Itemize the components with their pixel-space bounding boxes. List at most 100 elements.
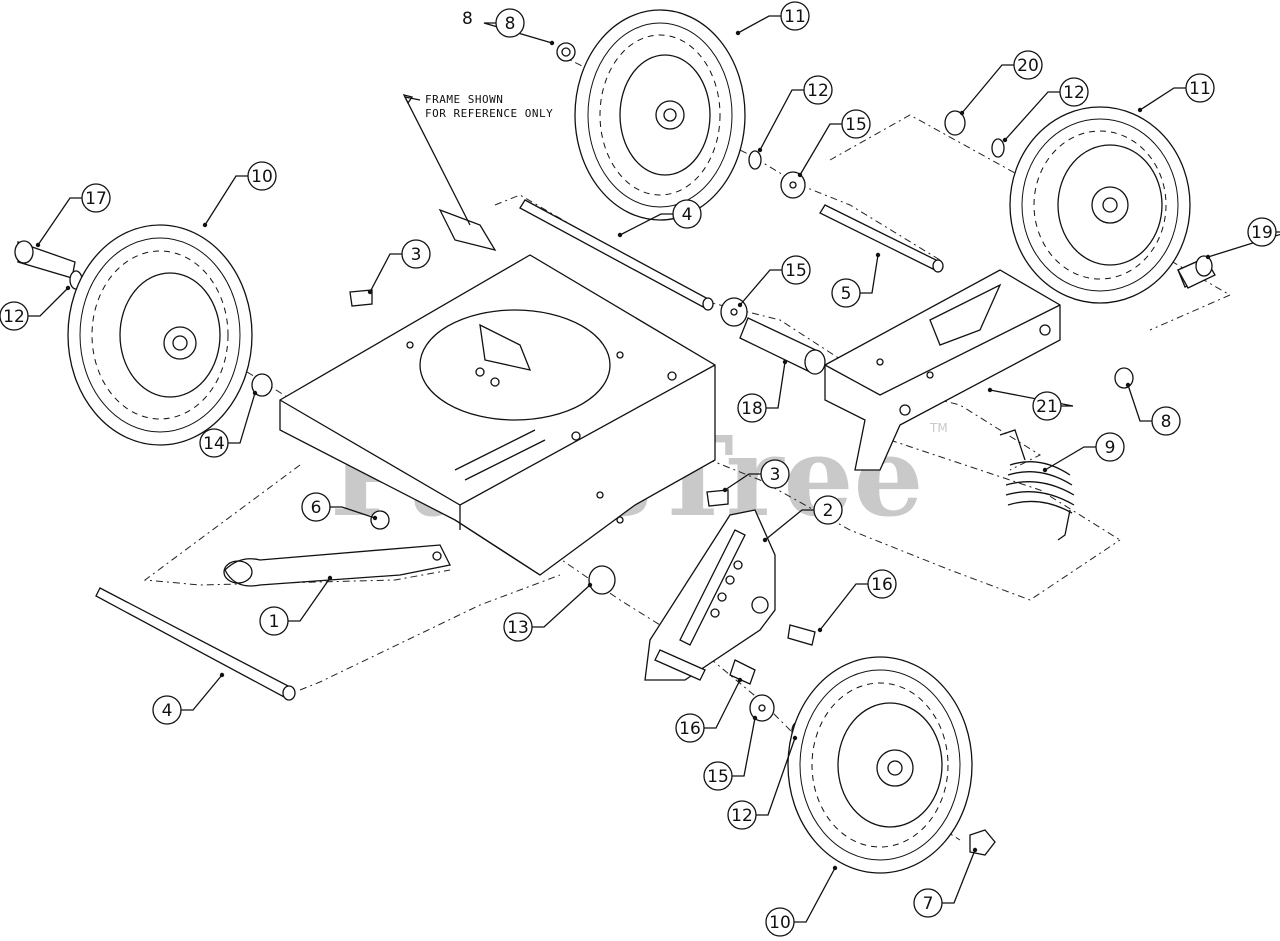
- callout-circle: [737, 393, 767, 423]
- bushing: [1177, 255, 1216, 289]
- note-line1: FRAME SHOWN: [425, 93, 503, 106]
- leader-arrowhead: [1137, 107, 1143, 113]
- leader-arrowhead: [737, 677, 743, 683]
- leader-line: [228, 392, 256, 444]
- height-lever: [223, 544, 451, 587]
- leader-arrowhead: [202, 222, 208, 228]
- callout-number: 12: [731, 806, 753, 826]
- callout-number: 4: [682, 205, 693, 225]
- callout-number: 9: [1105, 438, 1116, 458]
- leader-line: [989, 389, 1074, 407]
- leader-line: [1004, 91, 1060, 141]
- leader-arrowhead: [327, 575, 333, 581]
- callout-number: 12: [3, 307, 25, 327]
- frame-note: FRAME SHOWN FOR REFERENCE ONLY: [402, 93, 553, 226]
- leader-line: [860, 254, 879, 294]
- leader-line: [204, 175, 248, 226]
- callout-number: 3: [411, 245, 422, 265]
- wheel-top-center: [574, 9, 746, 221]
- callout-circle: [760, 459, 790, 489]
- leader-line: [961, 64, 1014, 114]
- callout-number: 11: [1189, 79, 1211, 99]
- callout-circle: [81, 183, 111, 213]
- callout-circle: [1185, 73, 1215, 103]
- leader-line: [288, 577, 331, 622]
- callout-circle: [803, 75, 833, 105]
- axles: [95, 199, 944, 701]
- leader-arrowhead: [587, 582, 593, 588]
- leader-line: [619, 213, 673, 236]
- leader-arrowhead: [1205, 254, 1211, 260]
- callout-circle: [1032, 391, 1062, 421]
- callout-number: 10: [769, 913, 791, 933]
- callout-number: 15: [845, 115, 867, 135]
- wheel-left: [67, 224, 253, 446]
- callout-circle: [152, 695, 182, 725]
- frame: [279, 208, 716, 576]
- callout-circle: [703, 761, 733, 791]
- callout-circle: [675, 713, 705, 743]
- leader-line: [704, 679, 741, 729]
- height-adjust-plate: [644, 509, 776, 681]
- leader-lines: [28, 15, 1280, 923]
- leader-line: [1127, 384, 1152, 422]
- callout-circle: [727, 800, 757, 830]
- leader-arrowhead: [792, 735, 798, 741]
- leader-line: [1207, 231, 1280, 258]
- callout-number: 5: [841, 284, 852, 304]
- leader-line: [369, 253, 402, 293]
- leader-arrowhead: [219, 672, 225, 678]
- torsion-spring: [999, 429, 1075, 541]
- callout-number: 15: [785, 261, 807, 281]
- callout-circle: [259, 606, 289, 636]
- leader-line: [942, 849, 976, 904]
- leader-line: [483, 22, 553, 44]
- leader-arrowhead: [367, 289, 373, 295]
- leader-arrowhead: [549, 40, 555, 46]
- callout-number: 10: [251, 167, 273, 187]
- leader-arrowhead: [959, 110, 965, 116]
- leader-line: [764, 509, 814, 541]
- leader-line: [330, 506, 376, 519]
- leader-arrowhead: [762, 537, 768, 543]
- leader-arrowhead: [832, 865, 838, 871]
- leader-arrowhead: [35, 242, 41, 248]
- callout-number: 4: [162, 701, 173, 721]
- side-bracket: [824, 269, 1061, 471]
- leader-arrowhead: [1002, 137, 1008, 143]
- callout-number: 13: [507, 618, 529, 638]
- callout-circle: [0, 301, 29, 331]
- leader-arrowhead: [782, 359, 788, 365]
- callout-circle: [841, 109, 871, 139]
- leader-line: [794, 867, 836, 923]
- callout-circle: [1151, 406, 1181, 436]
- leader-line: [532, 584, 591, 628]
- callout-circle: [765, 907, 795, 937]
- leader-arrowhead: [797, 172, 803, 178]
- callout-number: 14: [203, 434, 225, 454]
- callout-number: 11: [784, 7, 806, 27]
- leader-arrowhead: [65, 285, 71, 291]
- callout-circle: [1059, 77, 1089, 107]
- leader-line: [181, 674, 223, 711]
- callout-circle: [1095, 432, 1125, 462]
- leader-line: [37, 197, 82, 246]
- note-line2: FOR REFERENCE ONLY: [425, 107, 553, 120]
- leader-arrowhead: [735, 30, 741, 36]
- callout-number: 3: [770, 465, 781, 485]
- leader-line: [756, 737, 796, 816]
- callout-number: 12: [1063, 83, 1085, 103]
- leader-line: [724, 473, 761, 491]
- callout-circle: [831, 278, 861, 308]
- callout-number: 2: [823, 501, 834, 521]
- leader-arrowhead: [987, 387, 993, 393]
- callout-circle: [781, 255, 811, 285]
- callout-circle: [247, 161, 277, 191]
- leader-arrowhead: [722, 487, 728, 493]
- callout-number: 20: [1017, 56, 1039, 76]
- leader-arrowhead: [752, 715, 758, 721]
- callout-number: 18: [741, 399, 763, 419]
- callout-circle: [1247, 217, 1277, 247]
- callout-number: 12: [807, 81, 829, 101]
